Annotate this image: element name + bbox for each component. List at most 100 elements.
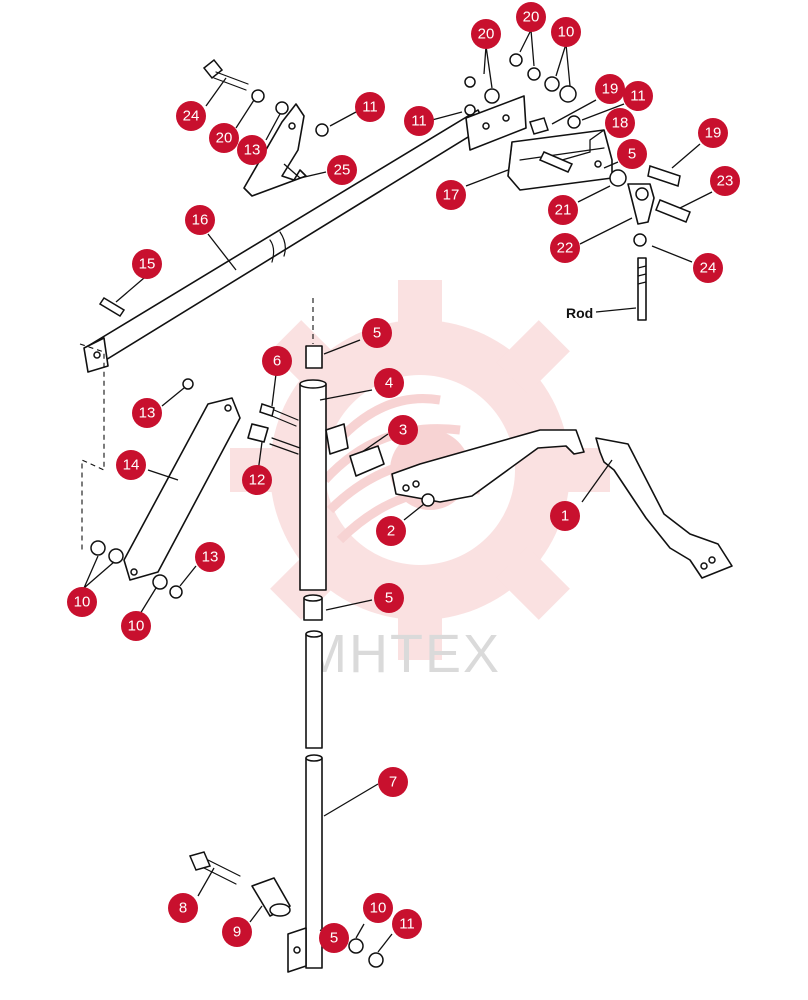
svg-text:20: 20 bbox=[523, 9, 540, 26]
callout-5-bottom: 5 bbox=[319, 923, 349, 953]
svg-text:23: 23 bbox=[717, 173, 734, 190]
svg-text:10: 10 bbox=[74, 594, 91, 611]
svg-text:13: 13 bbox=[202, 549, 219, 566]
part-2-link-arm bbox=[391, 429, 585, 507]
callout-11-right: 11 bbox=[623, 81, 653, 111]
svg-text:15: 15 bbox=[139, 256, 156, 273]
callout-badge bbox=[551, 17, 581, 47]
callout-20-top: 20 bbox=[516, 2, 546, 32]
svg-text:4: 4 bbox=[385, 375, 393, 392]
svg-text:16: 16 bbox=[192, 212, 209, 229]
callout-badge bbox=[698, 118, 728, 148]
watermark-text: МНТЕХ bbox=[302, 624, 501, 684]
svg-text:11: 11 bbox=[630, 88, 646, 105]
callout-badge bbox=[388, 415, 418, 445]
callout-badge bbox=[327, 155, 357, 185]
callout-badge bbox=[195, 542, 225, 572]
svg-text:11: 11 bbox=[399, 916, 415, 933]
svg-text:5: 5 bbox=[373, 325, 381, 342]
svg-text:2: 2 bbox=[387, 523, 395, 540]
rod: Rod bbox=[566, 257, 647, 321]
callout-badge bbox=[185, 205, 215, 235]
part-6-bolt bbox=[259, 403, 299, 427]
callout-9: 9 bbox=[222, 917, 252, 947]
callout-12: 12 bbox=[242, 465, 272, 495]
svg-text:8: 8 bbox=[179, 900, 187, 917]
leader-lines bbox=[83, 29, 713, 953]
callout-badge bbox=[242, 465, 272, 495]
callout-badge bbox=[355, 92, 385, 122]
callout-badge bbox=[121, 611, 151, 641]
rod-label: Rod bbox=[566, 305, 593, 321]
hardware-upper bbox=[98, 53, 691, 318]
part-9-spacer bbox=[251, 877, 291, 917]
part-14-side-arm bbox=[79, 343, 241, 599]
svg-text:13: 13 bbox=[139, 405, 156, 422]
part-5-lower-spacer bbox=[303, 594, 323, 621]
callout-badge bbox=[623, 81, 653, 111]
callout-badge bbox=[132, 398, 162, 428]
svg-text:22: 22 bbox=[557, 240, 574, 257]
callout-badge bbox=[378, 767, 408, 797]
callout-5-mid: 5 bbox=[362, 318, 392, 348]
svg-text:11: 11 bbox=[411, 113, 427, 130]
callout-badge bbox=[67, 587, 97, 617]
svg-text:20: 20 bbox=[478, 26, 495, 43]
hardware-bottom bbox=[348, 938, 384, 968]
svg-text:19: 19 bbox=[705, 125, 722, 142]
callout-18: 18 bbox=[605, 108, 635, 138]
callout-13-upper: 13 bbox=[237, 135, 267, 165]
part-4-upper-tube bbox=[299, 298, 385, 591]
callout-25: 25 bbox=[327, 155, 357, 185]
callout-badge bbox=[404, 106, 434, 136]
callout-3: 3 bbox=[388, 415, 418, 445]
callout-badge bbox=[262, 346, 292, 376]
svg-text:6: 6 bbox=[273, 353, 281, 370]
part-17-plate bbox=[465, 95, 527, 151]
callout-badge bbox=[374, 583, 404, 613]
callout-badge bbox=[116, 450, 146, 480]
part-22-rod-end bbox=[627, 183, 655, 247]
svg-text:21: 21 bbox=[555, 202, 572, 219]
callout-badge bbox=[605, 108, 635, 138]
part-25-hook-bracket bbox=[243, 103, 307, 197]
svg-text:1: 1 bbox=[561, 508, 569, 525]
svg-text:18: 18 bbox=[612, 115, 629, 132]
callout-21: 21 bbox=[548, 195, 578, 225]
svg-text:14: 14 bbox=[123, 457, 140, 474]
callout-5-lower: 5 bbox=[374, 583, 404, 613]
callout-20-upper: 20 bbox=[209, 123, 239, 153]
callout-badge bbox=[222, 917, 252, 947]
svg-text:12: 12 bbox=[249, 472, 266, 489]
svg-text:5: 5 bbox=[330, 930, 338, 947]
callout-badge bbox=[516, 2, 546, 32]
callout-2: 2 bbox=[376, 516, 406, 546]
callout-badge bbox=[710, 166, 740, 196]
bolt-24-upper-icon bbox=[202, 58, 249, 91]
svg-text:10: 10 bbox=[558, 24, 575, 41]
callout-8: 8 bbox=[168, 893, 198, 923]
callout-badge bbox=[374, 368, 404, 398]
callout-10-bottom: 10 bbox=[363, 893, 393, 923]
callout-badge bbox=[550, 501, 580, 531]
svg-text:20: 20 bbox=[216, 130, 233, 147]
svg-text:10: 10 bbox=[370, 900, 387, 917]
callout-badge bbox=[168, 893, 198, 923]
callout-badge bbox=[392, 909, 422, 939]
callout-badge bbox=[363, 893, 393, 923]
callouts: 20 10 20 2 4 20 13 11 11 19 11 18 5 25 1 7… bbox=[67, 2, 740, 953]
callout-15: 15 bbox=[132, 249, 162, 279]
callout-7: 7 bbox=[378, 767, 408, 797]
part-7-lower-tube bbox=[287, 630, 323, 973]
part-12-spacer bbox=[247, 423, 301, 455]
callout-badge bbox=[176, 101, 206, 131]
callout-19-right: 19 bbox=[698, 118, 728, 148]
callout-badge bbox=[237, 135, 267, 165]
callout-5-upper: 5 bbox=[617, 139, 647, 169]
callout-badge bbox=[550, 233, 580, 263]
callout-badge bbox=[362, 318, 392, 348]
callout-10-left: 10 bbox=[67, 587, 97, 617]
part-8-bolt bbox=[188, 851, 241, 885]
callout-22: 22 bbox=[550, 233, 580, 263]
